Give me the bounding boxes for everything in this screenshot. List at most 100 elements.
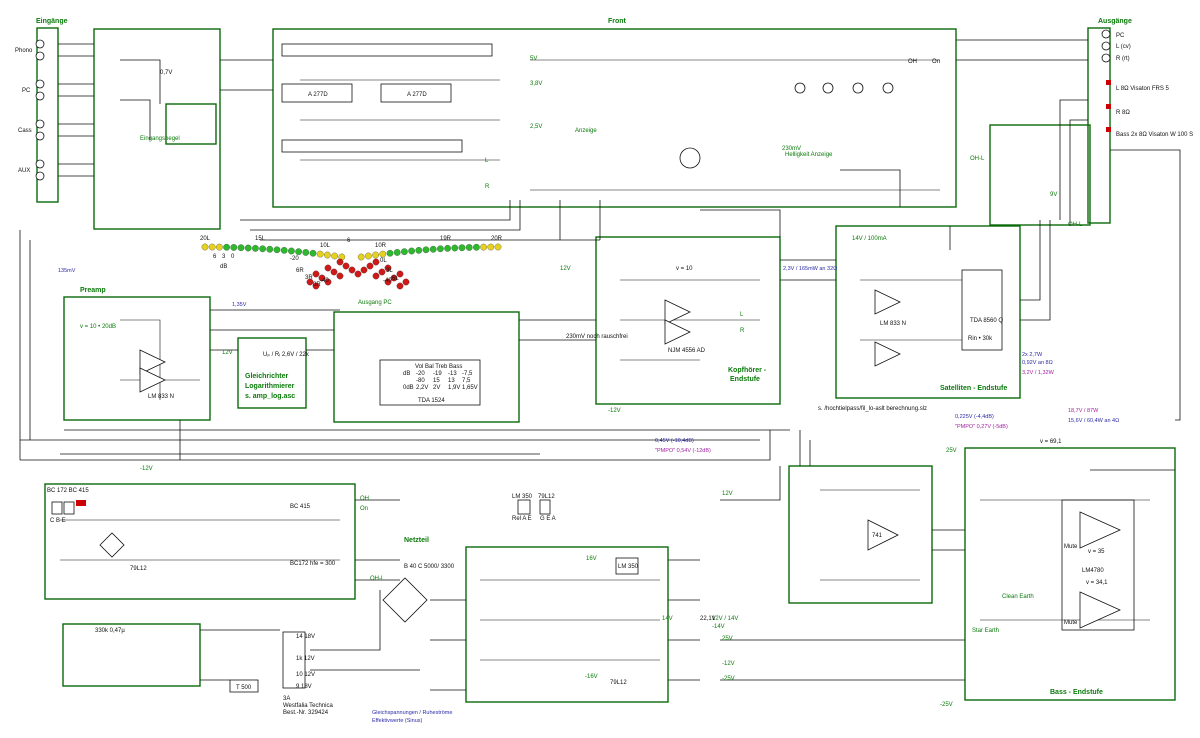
output-label-r-spk: R 8Ω — [1116, 110, 1130, 116]
rail-12v-pre: 12V — [222, 350, 233, 356]
vu-led-right — [451, 244, 459, 252]
vu-label-20l: 20L — [200, 236, 211, 242]
vu-led-left — [273, 246, 281, 254]
label-transformer-3: Best.-Nr. 329424 — [283, 710, 329, 716]
label-b40: B 40 C 5000/ 3300 — [404, 564, 455, 570]
vu-led-red — [360, 266, 368, 274]
block-outlines — [36, 27, 1176, 703]
vu-led-right — [429, 245, 437, 253]
svg-text:-80: -80 — [416, 378, 425, 384]
block-bass — [964, 447, 1176, 701]
block-relais — [989, 124, 1091, 226]
vu-led-right — [415, 247, 423, 254]
vu-led-red — [384, 264, 392, 272]
label-rel-ae: Rel A E — [512, 516, 532, 522]
label-rin: Rin • 30k — [968, 336, 993, 342]
kh-label-l: L — [740, 312, 744, 318]
rail-12v-kh: 12V — [560, 266, 571, 272]
speaker-connectors — [1106, 80, 1111, 132]
vu-led-left — [309, 249, 317, 257]
vu-led-left — [244, 244, 252, 252]
label-22v: 22,1V — [700, 616, 716, 622]
title-gleichrichter-3: s. amp_log.asc — [245, 393, 295, 400]
title-front: Front — [608, 18, 627, 25]
vu-led-red — [336, 258, 344, 266]
block-steuerung — [44, 483, 356, 600]
vu-led-right — [473, 243, 480, 251]
vu-led-red — [318, 274, 326, 282]
vu-led-red — [402, 278, 410, 286]
label-bc172: BC 172 BC 415 — [47, 488, 89, 494]
rail-25v-bass: 25V — [946, 448, 957, 454]
block-front — [272, 28, 957, 208]
chip-tda8560-body — [961, 269, 1003, 351]
rail-25v-out: 25V — [722, 636, 733, 642]
vu-led-red — [396, 282, 404, 290]
vu-led-left — [259, 245, 266, 253]
label-ohl: OH-L — [970, 156, 985, 162]
svg-text:-13: -13 — [448, 371, 457, 377]
vu-label-3l: 3L — [386, 268, 393, 274]
vu-label-6r: 6R — [296, 268, 304, 274]
lm4780-amp-1 — [1079, 511, 1121, 549]
vu-label-m40b: -40 — [383, 278, 392, 284]
label-lm350-pkg: LM 350 — [512, 494, 533, 500]
svg-text:0dB: 0dB — [403, 385, 414, 391]
vu-label-10r: 10R — [375, 243, 387, 249]
vu-led-right — [379, 250, 387, 258]
label-v-preamp: v = 10 • 20dB — [80, 324, 116, 330]
label-ohl-ctrl: OH-L — [370, 576, 385, 582]
label-v341: v = 34,1 — [1086, 580, 1108, 586]
label-sat-out: 2x 2,7W — [1022, 352, 1043, 358]
tap-10-12v: 10 12V — [296, 672, 315, 678]
title-ausgaenge: Ausgänge — [1098, 18, 1132, 25]
opamp-741-symbol — [867, 519, 899, 551]
chip-a277d-1: A 277D — [308, 92, 328, 98]
label-gleichsp: Gleichspannungen / Ruheströme — [372, 710, 452, 716]
vu-led-right — [386, 249, 394, 257]
chip-79l12: 79L12 — [610, 680, 627, 686]
svg-text:dB: dB — [403, 371, 410, 377]
label-14v-100ma: 14V / 100mA — [852, 236, 887, 242]
a277d-chips — [281, 43, 493, 153]
output-label-r: R (rt) — [1116, 56, 1130, 62]
rail-12v-out: 12V — [722, 491, 733, 497]
title-eingaenge: Eingänge — [36, 18, 68, 25]
vu-led-right — [408, 247, 415, 255]
svg-text:1,65V: 1,65V — [462, 385, 478, 391]
vu-led-red — [372, 272, 380, 280]
vu-led-right — [458, 244, 466, 252]
front-pots — [679, 82, 894, 169]
vu-led-red — [366, 262, 374, 270]
input-label-cass: Cass — [18, 128, 32, 134]
transformer-core — [282, 631, 306, 689]
label-noise: 230mV noch rauschfrei — [566, 334, 628, 340]
svg-text:2,2V: 2,2V — [416, 385, 428, 391]
label-mute-2: Mute — [1064, 620, 1078, 626]
label-gea: G E A — [540, 516, 556, 522]
svg-text:15: 15 — [433, 378, 440, 384]
fuse-t500 — [229, 679, 259, 693]
wiring — [19, 39, 1181, 691]
label-ohl-2: OH-L — [1068, 222, 1083, 228]
svg-text:1,9V: 1,9V — [448, 385, 460, 391]
rail-m12v-pre: -12V — [140, 466, 153, 472]
label-hochtiel: s. /hochtielpass/fil_lo-aslt berechnung.… — [818, 406, 927, 412]
sat-opamp-1 — [874, 289, 901, 315]
title-kopfhoerer-2: Endstufe — [730, 376, 760, 383]
vu-led-red — [324, 264, 332, 272]
vu-led-red — [330, 268, 338, 276]
vu-label-3: 3 — [222, 254, 226, 260]
block-opamp741 — [788, 465, 933, 604]
label-79l12-pkg: 79L12 — [538, 494, 555, 500]
vu-led-right — [422, 246, 430, 254]
title-kopfhoerer-1: Kopfhörer - — [728, 367, 767, 374]
chip-a277d-2: A 277D — [407, 92, 427, 98]
label-sat-pmpo: 3,2V / 1,32W — [1022, 370, 1055, 376]
label-level1: 0,45V (-10,4dB) — [655, 438, 694, 444]
label-clean-earth: Clean Earth — [1002, 594, 1034, 600]
label-t500: T 500 — [236, 685, 252, 691]
chip-lm833-sat: LM 833 N — [880, 321, 906, 327]
